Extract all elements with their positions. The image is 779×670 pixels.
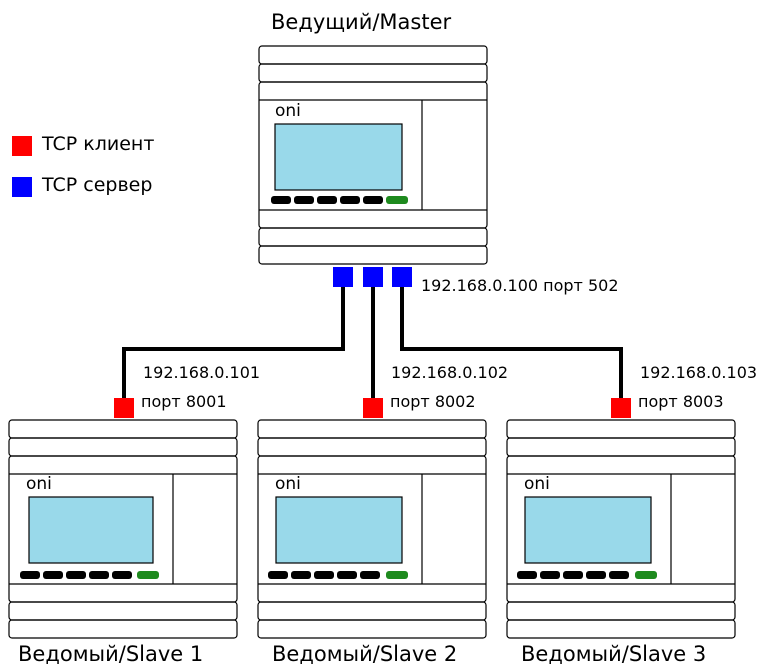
cables xyxy=(122,285,623,398)
master-address: 192.168.0.100 порт 502 xyxy=(421,276,619,295)
server-ports xyxy=(333,267,412,287)
legend-label-server: TCP сервер xyxy=(42,174,153,196)
slave-key-green xyxy=(137,571,159,579)
slave-3-title: Ведомый/Slave 3 xyxy=(521,642,707,666)
slave-key-green xyxy=(635,571,657,579)
slave-1-port xyxy=(114,398,134,418)
master-port-3 xyxy=(392,267,412,287)
legend-swatch-client xyxy=(12,136,32,156)
slave-key xyxy=(89,571,109,579)
slave-key xyxy=(66,571,86,579)
slave-3-device xyxy=(506,419,736,639)
slave-key xyxy=(43,571,63,579)
slave-2-screen xyxy=(275,496,403,564)
master-bottom-rail-2 xyxy=(258,245,488,265)
slave-1-screen xyxy=(28,496,154,564)
master-key xyxy=(363,196,383,204)
master-key xyxy=(294,196,314,204)
slave-2-port xyxy=(363,398,383,418)
master-device xyxy=(258,45,488,265)
cable-slave-3 xyxy=(400,285,623,398)
slave-1-port-label: порт 8001 xyxy=(141,392,227,411)
slave-key xyxy=(291,571,311,579)
slave-key xyxy=(112,571,132,579)
master-keys xyxy=(271,196,408,204)
slave-1-title: Ведомый/Slave 1 xyxy=(18,642,204,666)
slave-key xyxy=(563,571,583,579)
slave-2-keys xyxy=(268,571,408,579)
slave-key xyxy=(517,571,537,579)
cable-slave-1 xyxy=(122,285,345,398)
slave-key xyxy=(268,571,288,579)
client-ports xyxy=(114,398,631,418)
master-key xyxy=(340,196,360,204)
slave-2-brand-logo: oni xyxy=(275,474,301,494)
slave-key xyxy=(540,571,560,579)
slave-3-keys xyxy=(517,571,657,579)
slave-3-ip: 192.168.0.103 xyxy=(640,363,758,382)
slave-3-brand-logo: oni xyxy=(524,474,550,494)
master-port-2 xyxy=(363,267,383,287)
slave-key-green xyxy=(386,571,408,579)
slave-2-port-label: порт 8002 xyxy=(390,392,476,411)
legend-label-client: TCP клиент xyxy=(42,133,155,155)
slave-2-ip: 192.168.0.102 xyxy=(391,363,509,382)
slave-1-brand-logo: oni xyxy=(26,474,52,494)
legend-swatch-server xyxy=(12,177,32,197)
slave-1-device xyxy=(8,419,238,639)
master-screen xyxy=(274,123,403,191)
slave-key xyxy=(20,571,40,579)
slave-key xyxy=(337,571,357,579)
master-key xyxy=(317,196,337,204)
master-bottom-rail xyxy=(258,227,488,247)
master-port-1 xyxy=(333,267,353,287)
slave-key xyxy=(360,571,380,579)
slave-3-port xyxy=(611,398,631,418)
slave-key xyxy=(586,571,606,579)
slave-1-keys xyxy=(20,571,159,579)
master-brand-logo: oni xyxy=(275,101,301,121)
slave-3-port-label: порт 8003 xyxy=(638,392,724,411)
slave-2-device xyxy=(257,419,487,639)
master-key xyxy=(271,196,291,204)
slave-key xyxy=(609,571,629,579)
slave-key xyxy=(314,571,334,579)
slave-2-title: Ведомый/Slave 2 xyxy=(272,642,458,666)
master-top-rail-2 xyxy=(258,63,488,83)
slave-3-screen xyxy=(524,496,652,564)
master-top-rail xyxy=(258,45,488,65)
slave-1-ip: 192.168.0.101 xyxy=(143,363,261,382)
master-title: Ведущий/Master xyxy=(271,10,452,34)
master-key-green xyxy=(386,196,408,204)
